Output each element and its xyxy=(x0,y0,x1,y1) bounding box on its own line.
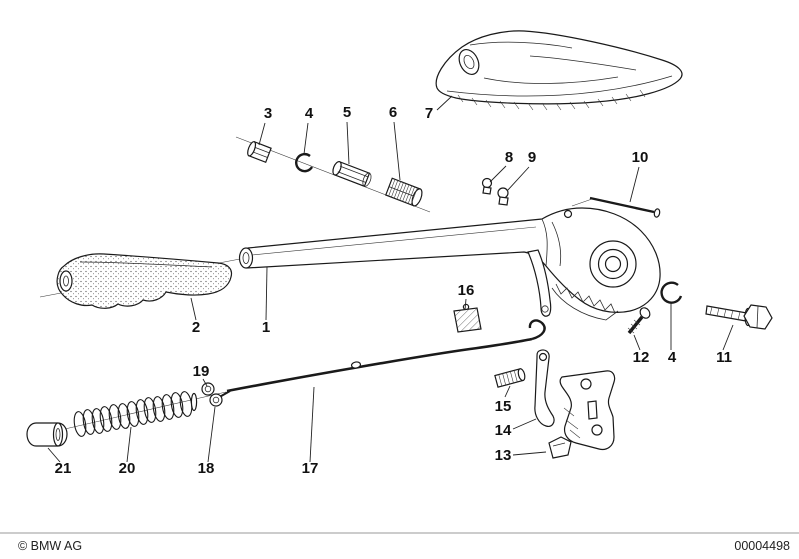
leader-line xyxy=(504,385,511,398)
leader-line xyxy=(346,121,350,165)
callout-label[interactable]: 16 xyxy=(458,282,475,299)
leader-line xyxy=(190,297,197,321)
part-20-spring xyxy=(73,391,198,437)
callout-label[interactable]: 11 xyxy=(716,349,732,366)
leader-line xyxy=(309,386,315,463)
callout-part-4-front[interactable]: 4 xyxy=(303,105,314,155)
leader-line xyxy=(629,166,640,203)
callout-label[interactable]: 4 xyxy=(305,105,314,122)
leader-line xyxy=(47,447,61,463)
part-10-pin xyxy=(589,196,661,218)
callout-part-10[interactable]: 10 xyxy=(629,149,649,203)
callout-part-13[interactable]: 13 xyxy=(495,447,547,464)
pin-axis-line xyxy=(571,198,593,207)
callout-part-14[interactable]: 14 xyxy=(495,418,537,439)
callout-part-21[interactable]: 21 xyxy=(47,447,72,477)
callout-part-15[interactable]: 15 xyxy=(495,385,512,415)
part-6-button xyxy=(384,177,423,207)
part-19-washer xyxy=(201,382,215,396)
part-9-buffer xyxy=(497,187,509,206)
callout-label[interactable]: 21 xyxy=(55,460,72,477)
part-1-handbrake-lever xyxy=(238,207,661,321)
leader-line xyxy=(436,95,453,111)
part-15-pin-bushing xyxy=(494,368,526,388)
leader-line xyxy=(722,324,734,351)
callout-label[interactable]: 5 xyxy=(343,104,351,121)
callout-label[interactable]: 3 xyxy=(264,105,272,122)
part-2-handle-grip xyxy=(56,253,233,309)
callout-label[interactable]: 12 xyxy=(633,349,650,366)
callout-part-8[interactable]: 8 xyxy=(489,149,513,183)
callout-part-20[interactable]: 20 xyxy=(119,426,136,477)
leader-line xyxy=(126,426,132,463)
callout-label[interactable]: 1 xyxy=(262,319,270,336)
callout-label[interactable]: 8 xyxy=(505,149,513,166)
callout-part-7[interactable]: 7 xyxy=(425,95,453,122)
part-3-nut xyxy=(247,140,272,164)
part-16-clamp-block xyxy=(453,303,482,333)
callout-label[interactable]: 14 xyxy=(495,422,512,439)
callout-label[interactable]: 7 xyxy=(425,105,433,122)
callout-part-1[interactable]: 1 xyxy=(262,266,270,336)
part-14-link-lever xyxy=(534,349,555,427)
part-4-circlip-front xyxy=(295,152,314,173)
callout-part-4-rear[interactable]: 4 xyxy=(668,303,677,366)
callout-part-19[interactable]: 19 xyxy=(193,363,210,387)
bracket-plate xyxy=(559,370,616,451)
callout-part-3[interactable]: 3 xyxy=(258,105,272,146)
leader-line xyxy=(258,122,266,146)
callout-part-17[interactable]: 17 xyxy=(302,386,319,477)
leader-line xyxy=(303,122,309,155)
callout-part-2[interactable]: 2 xyxy=(190,297,200,336)
leader-line xyxy=(506,166,530,192)
document-number: 00004498 xyxy=(734,539,790,553)
callout-label[interactable]: 9 xyxy=(528,149,536,166)
callout-label[interactable]: 13 xyxy=(495,447,512,464)
part-12-screw xyxy=(627,307,651,335)
callout-part-9[interactable]: 9 xyxy=(506,149,536,192)
callout-label[interactable]: 20 xyxy=(119,460,136,477)
callout-label[interactable]: 17 xyxy=(302,460,319,477)
callout-part-5[interactable]: 5 xyxy=(343,104,351,165)
part-13-pawl xyxy=(548,436,572,459)
part-21-cap xyxy=(26,422,68,447)
leader-line xyxy=(393,121,401,181)
callout-part-6[interactable]: 6 xyxy=(389,104,401,181)
leader-line xyxy=(633,334,641,351)
callout-label[interactable]: 4 xyxy=(668,349,677,366)
callout-part-16[interactable]: 16 xyxy=(458,282,475,311)
callout-part-12[interactable]: 12 xyxy=(633,334,650,366)
callout-label[interactable]: 18 xyxy=(198,460,215,477)
leader-line xyxy=(265,266,268,321)
callout-label[interactable]: 2 xyxy=(192,319,200,336)
callout-label[interactable]: 19 xyxy=(193,363,210,380)
leader-line xyxy=(207,406,216,463)
leader-line xyxy=(464,298,467,311)
leader-line xyxy=(512,451,547,456)
callouts: 3 4 5 6 7 8 9 10 xyxy=(47,95,734,477)
leader-line xyxy=(489,165,507,183)
part-11-bolt xyxy=(705,304,773,330)
callout-label[interactable]: 6 xyxy=(389,104,397,121)
part-18-washer xyxy=(209,393,223,407)
leader-line xyxy=(512,418,537,430)
leader-line xyxy=(202,378,208,387)
callout-label[interactable]: 15 xyxy=(495,398,512,415)
callout-part-11[interactable]: 11 xyxy=(716,324,734,366)
copyright-text: © BMW AG xyxy=(18,539,82,553)
part-4-circlip-rear xyxy=(660,281,683,304)
callout-label[interactable]: 10 xyxy=(632,149,649,166)
callout-part-18[interactable]: 18 xyxy=(198,406,216,477)
part-8-buffer xyxy=(481,177,493,195)
part-5-sleeve xyxy=(332,160,372,188)
part-7-cover-boot xyxy=(435,30,683,111)
